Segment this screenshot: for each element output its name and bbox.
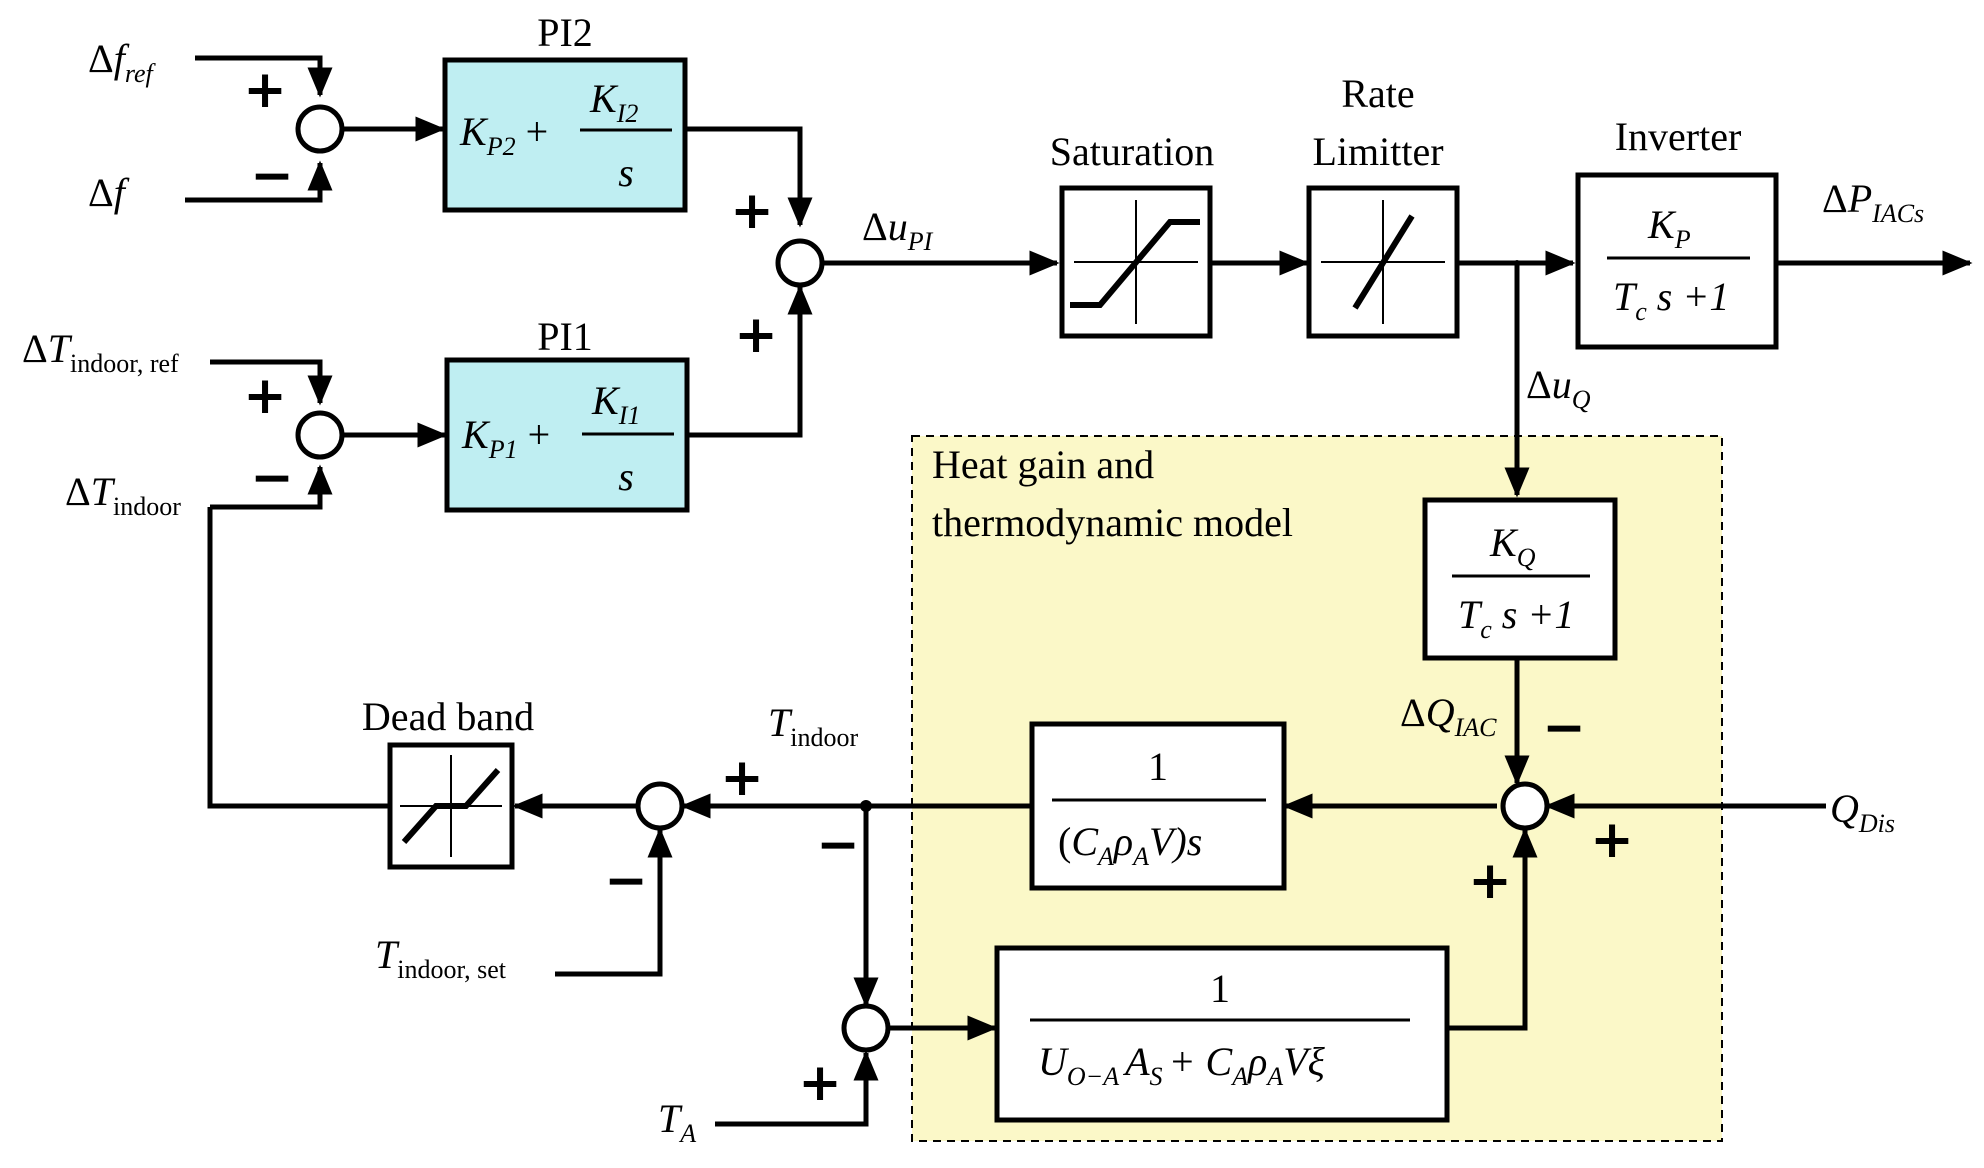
inverter-num: KP: [1647, 202, 1691, 254]
sum-junction-heat: [1500, 781, 1550, 831]
pi1-transfer-function: KP1 +: [461, 412, 550, 464]
rate-limiter-title-1: Rate: [1341, 71, 1414, 116]
junction-dot: [860, 800, 872, 812]
saturation-icon: [1070, 200, 1200, 324]
inverter-block: [1575, 172, 1779, 350]
svg-text:+: +: [720, 748, 764, 808]
kq-num: KQ: [1489, 520, 1536, 572]
pi1-ki: KI1: [591, 378, 640, 430]
svg-text:+: +: [1590, 810, 1634, 870]
label-df: Δf: [88, 170, 130, 215]
label-du-pi: ΔuPI: [862, 204, 934, 256]
dead-band-title: Dead band: [362, 694, 534, 739]
label-dP-iacs: ΔPIACs: [1822, 176, 1924, 228]
label-t-indoor-set: Tindoor, set: [375, 932, 507, 984]
label-df-ref: Δfref: [88, 36, 157, 88]
thermal-block: [1029, 721, 1287, 891]
inverter-den: Tc s +1: [1613, 274, 1729, 326]
svg-text:+: +: [1468, 851, 1512, 911]
label-du-q: ΔuQ: [1526, 362, 1591, 414]
kq-den: Tc s +1: [1458, 592, 1574, 644]
svg-text:−: −: [816, 815, 860, 875]
junction-dot-du: [1514, 260, 1520, 266]
label-q-dis: QDis: [1830, 786, 1895, 838]
pi2-title: PI2: [537, 10, 593, 55]
svg-text:−: −: [1542, 698, 1586, 758]
pi1-s: s: [618, 454, 634, 499]
sum-junction-indoor: [635, 781, 685, 831]
thermal-den: (CAρAV)s: [1058, 819, 1202, 871]
sum-junction-ambient: [841, 1003, 891, 1053]
svg-text:+: +: [734, 305, 778, 365]
pi2-ki: KI2: [589, 76, 638, 128]
svg-text:−: −: [250, 448, 294, 508]
label-t-indoor: Tindoor: [768, 700, 858, 752]
sum-junction-frequency: [295, 104, 345, 154]
saturation-title: Saturation: [1050, 129, 1214, 174]
svg-text:−: −: [604, 851, 648, 911]
rate-limiter-title-2: Limitter: [1312, 129, 1443, 174]
kq-block: [1422, 497, 1618, 661]
label-dQ-iac: ΔQIAC: [1400, 690, 1497, 742]
svg-text:+: +: [798, 1053, 842, 1113]
label-t-a: TA: [658, 1096, 696, 1148]
dead-band-icon: [400, 755, 502, 857]
svg-text:+: +: [730, 181, 774, 241]
loss-num: 1: [1210, 966, 1230, 1011]
label-dT-ref: ΔTindoor, ref: [22, 326, 179, 378]
pi2-block: [442, 57, 688, 213]
svg-text:+: +: [243, 366, 287, 426]
loss-block: [994, 945, 1450, 1123]
svg-text:+: +: [243, 60, 287, 120]
sum-junction-temperature: [295, 410, 345, 460]
svg-text:−: −: [250, 146, 294, 206]
heat-region-title-2: thermodynamic model: [932, 500, 1293, 545]
thermal-num: 1: [1148, 744, 1168, 789]
inverter-title: Inverter: [1615, 114, 1742, 159]
pi2-s: s: [618, 150, 634, 195]
label-dT-indoor: ΔTindoor: [65, 469, 181, 521]
heat-region-title-1: Heat gain and: [932, 442, 1154, 487]
wires: [185, 55, 1973, 1127]
pi2-transfer-function: KP2 +: [459, 109, 548, 161]
rate-limiter-icon: [1321, 200, 1445, 324]
signs: + − + − + + − + + + − − +: [243, 60, 1634, 1113]
sum-junction-pi: [775, 238, 825, 288]
pi1-title: PI1: [537, 314, 593, 359]
